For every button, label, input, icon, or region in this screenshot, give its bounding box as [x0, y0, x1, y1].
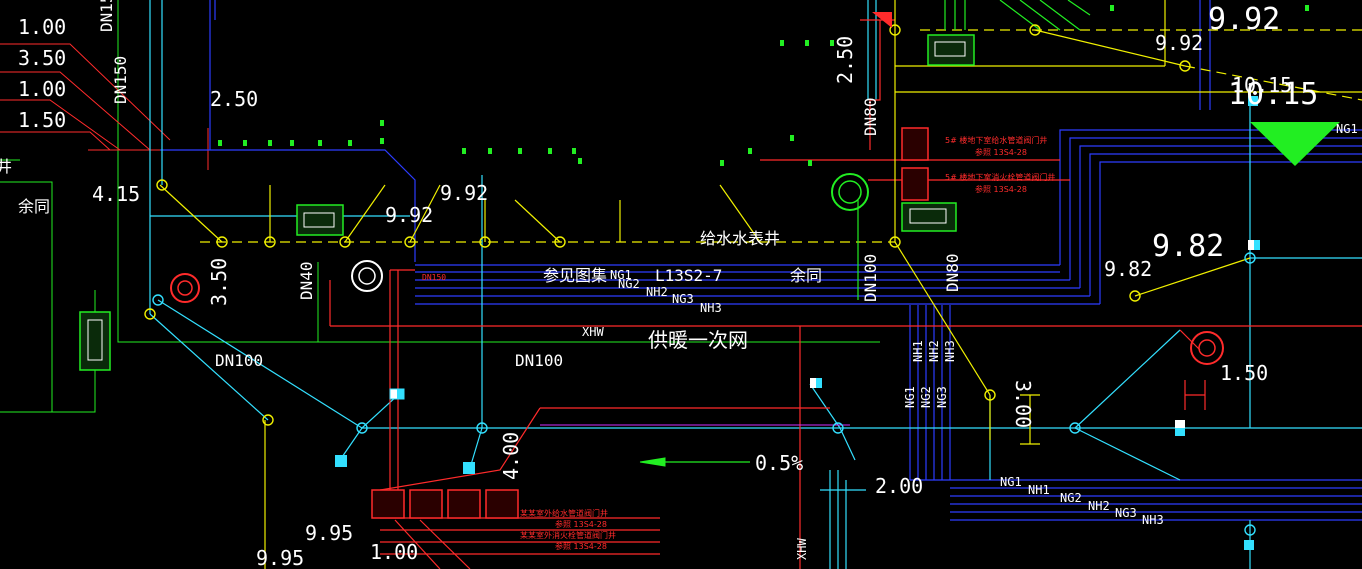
red-pipe-network	[329, 19, 1362, 569]
green-structures	[857, 0, 1091, 300]
valve-well-notes: 5# 楼地下室给水管道阀门井 参照 13S4-28 5# 楼地下室消火栓管道阀门…	[520, 135, 1055, 551]
bottom-right-pipe-labels: NG1 NH1 NG2 NH2 NG3 NH3	[1000, 475, 1164, 527]
elev-10-15-a: 10.15	[1228, 77, 1318, 112]
dn100-mid: DN100	[515, 351, 563, 370]
elev-9-92-mid-b: 9.92	[440, 181, 488, 205]
dn40-label: DN40	[297, 261, 316, 300]
vertical-pipe-labels: NH1 NH2 NH3 NG1 NG2 NG3	[903, 340, 957, 408]
vert-nh2: NH2	[927, 340, 941, 362]
valve-ticks	[218, 5, 1309, 166]
vert-nh1: NH1	[911, 340, 925, 362]
dn100-right: DN100	[861, 254, 880, 302]
ng3-top: NG3	[672, 292, 694, 306]
bottom-note-a: 某某室外给水管道阀门井	[520, 508, 608, 518]
note-a: 5# 楼地下室给水管道阀门井	[945, 135, 1047, 145]
elev-9-82-a: 9.82	[1152, 229, 1224, 264]
junction-nodes	[144, 24, 1256, 536]
dim-1-50-right: 1.50	[1220, 361, 1268, 385]
note-b: 参照 13S4-28	[975, 147, 1027, 157]
elev-9-92-right-b: 9.92	[1155, 31, 1203, 55]
ng2-top: NG2	[618, 277, 640, 291]
dim-label-2: 3.50	[18, 46, 66, 70]
elev-9-92-mid-a: 9.92	[385, 203, 433, 227]
nh2-top: NH2	[646, 285, 668, 299]
dim-3-50: 3.50	[207, 258, 231, 306]
dim-1-00-bottom: 1.00	[370, 540, 418, 564]
blue-pipe-network	[160, 0, 1362, 521]
dim-4-00: 4.00	[499, 432, 523, 480]
br-ng1: NG1	[1000, 475, 1022, 489]
heating-primary-label: 供暖一次网	[648, 328, 748, 352]
red-flag-marker	[872, 12, 892, 28]
yu-tong-mid: 余同	[790, 266, 822, 285]
dim-2-50-top: 2.50	[833, 36, 857, 84]
br-nh1: NH1	[1028, 483, 1050, 497]
dim-4-15: 4.15	[92, 182, 140, 206]
xhw-bottom: XHW	[795, 538, 809, 560]
dn80-top: DN80	[861, 97, 880, 136]
dn100-left: DN100	[215, 351, 263, 370]
br-ng2: NG2	[1060, 491, 1082, 505]
vert-ng1: NG1	[903, 386, 917, 408]
note-d: 参照 13S4-28	[975, 184, 1027, 194]
water-meter-well-label: 给水水表井	[700, 229, 780, 248]
elev-9-95-b: 9.95	[256, 546, 304, 569]
yu-tong-left: 余同	[18, 197, 50, 216]
cyan-pipe-network	[149, 0, 1362, 569]
dim-label-1: 1.00	[18, 15, 66, 39]
jing-left: 井	[0, 157, 12, 176]
square-markers	[335, 96, 1260, 550]
elev-10-15-b: 10.15	[1232, 73, 1292, 97]
vert-ng2: NG2	[919, 386, 933, 408]
dn150-label: DN150	[111, 56, 130, 104]
dn15-label: DN15	[97, 0, 116, 32]
vert-nh3: NH3	[943, 340, 957, 362]
elev-9-82-b: 9.82	[1104, 257, 1152, 281]
xhw-mid-label: XHW	[582, 325, 604, 339]
dim-label-3: 1.00	[18, 77, 66, 101]
elevation-triangle	[1250, 122, 1340, 166]
br-nh3: NH3	[1142, 513, 1164, 527]
ref-drawing-label: 参见图集	[543, 266, 607, 285]
elev-9-92-right-a: 9.92	[1208, 2, 1280, 37]
bottom-note-b: 参照 13S4-28	[555, 519, 607, 529]
vert-ng3: NG3	[935, 386, 949, 408]
left-building-outline	[0, 0, 880, 413]
left-dimension-stack: 1.00 3.50 1.00 1.50	[18, 15, 66, 132]
br-nh2: NH2	[1088, 499, 1110, 513]
ng1-top: NG1	[610, 268, 632, 282]
nh3-top: NH3	[700, 301, 722, 315]
ng1-right: NG1	[1336, 122, 1358, 136]
dim-3-00: 3.00	[1011, 380, 1035, 428]
dn80-right: DN80	[943, 253, 962, 292]
dim-label-4: 1.50	[18, 108, 66, 132]
br-ng3: NG3	[1115, 506, 1137, 520]
slope-label: 0.5%	[755, 451, 803, 475]
note-c: 5# 楼地下室消火栓管道阀门井	[945, 172, 1055, 182]
bottom-note-d: 参照 13S4-28	[555, 541, 607, 551]
dim-2-00: 2.00	[875, 474, 923, 498]
atlas-code-label: L13S2-7	[655, 266, 722, 285]
bottom-note-c: 某某室外消火栓管道阀门井	[520, 530, 616, 540]
dn150-small: DN150	[422, 273, 446, 282]
valve-well-boxes	[79, 34, 975, 519]
yellow-pipe-network	[159, 0, 1362, 569]
dim-2-50-left: 2.50	[210, 87, 258, 111]
elev-9-95-a: 9.95	[305, 521, 353, 545]
manholes	[170, 173, 1224, 365]
